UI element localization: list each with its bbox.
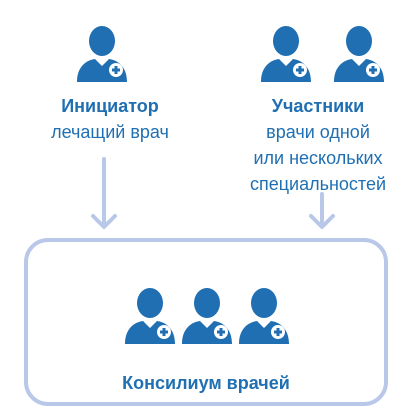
doctor-head [251,288,277,318]
medical-cross-icon [296,66,304,74]
initiator-label: Инициатор лечащий врач [20,93,200,145]
initiator-title: Инициатор [61,96,159,116]
medical-cross-icon [160,328,168,336]
doctor-head [273,26,299,56]
medical-cross-icon [369,66,377,74]
participants-line: или нескольких [253,148,383,168]
medical-cross-icon [217,328,225,336]
doctor-head [89,26,115,56]
participants-title: Участники [271,96,365,116]
council-box [24,238,388,406]
council-doctor-icon [125,288,175,344]
participants-line: врачи одной [266,122,370,142]
council-doctor-icon [239,288,289,344]
doctor-head [194,288,220,318]
arrow-participants [309,192,335,229]
council-title: Консилиум врачей [122,373,290,393]
participant-doctor-icon [334,26,384,82]
medical-cross-icon [274,328,282,336]
initiator-doctor-icon [77,26,127,82]
participants-label: Участники врачи одной или нескольких спе… [228,93,408,197]
doctor-head [346,26,372,56]
doctor-head [137,288,163,318]
initiator-line: лечащий врач [51,122,169,142]
council-doctor-icon [182,288,232,344]
arrow-initiator [91,157,117,229]
medical-cross-icon [112,66,120,74]
participant-doctor-icon [261,26,311,82]
participants-line: специальностей [249,174,387,194]
